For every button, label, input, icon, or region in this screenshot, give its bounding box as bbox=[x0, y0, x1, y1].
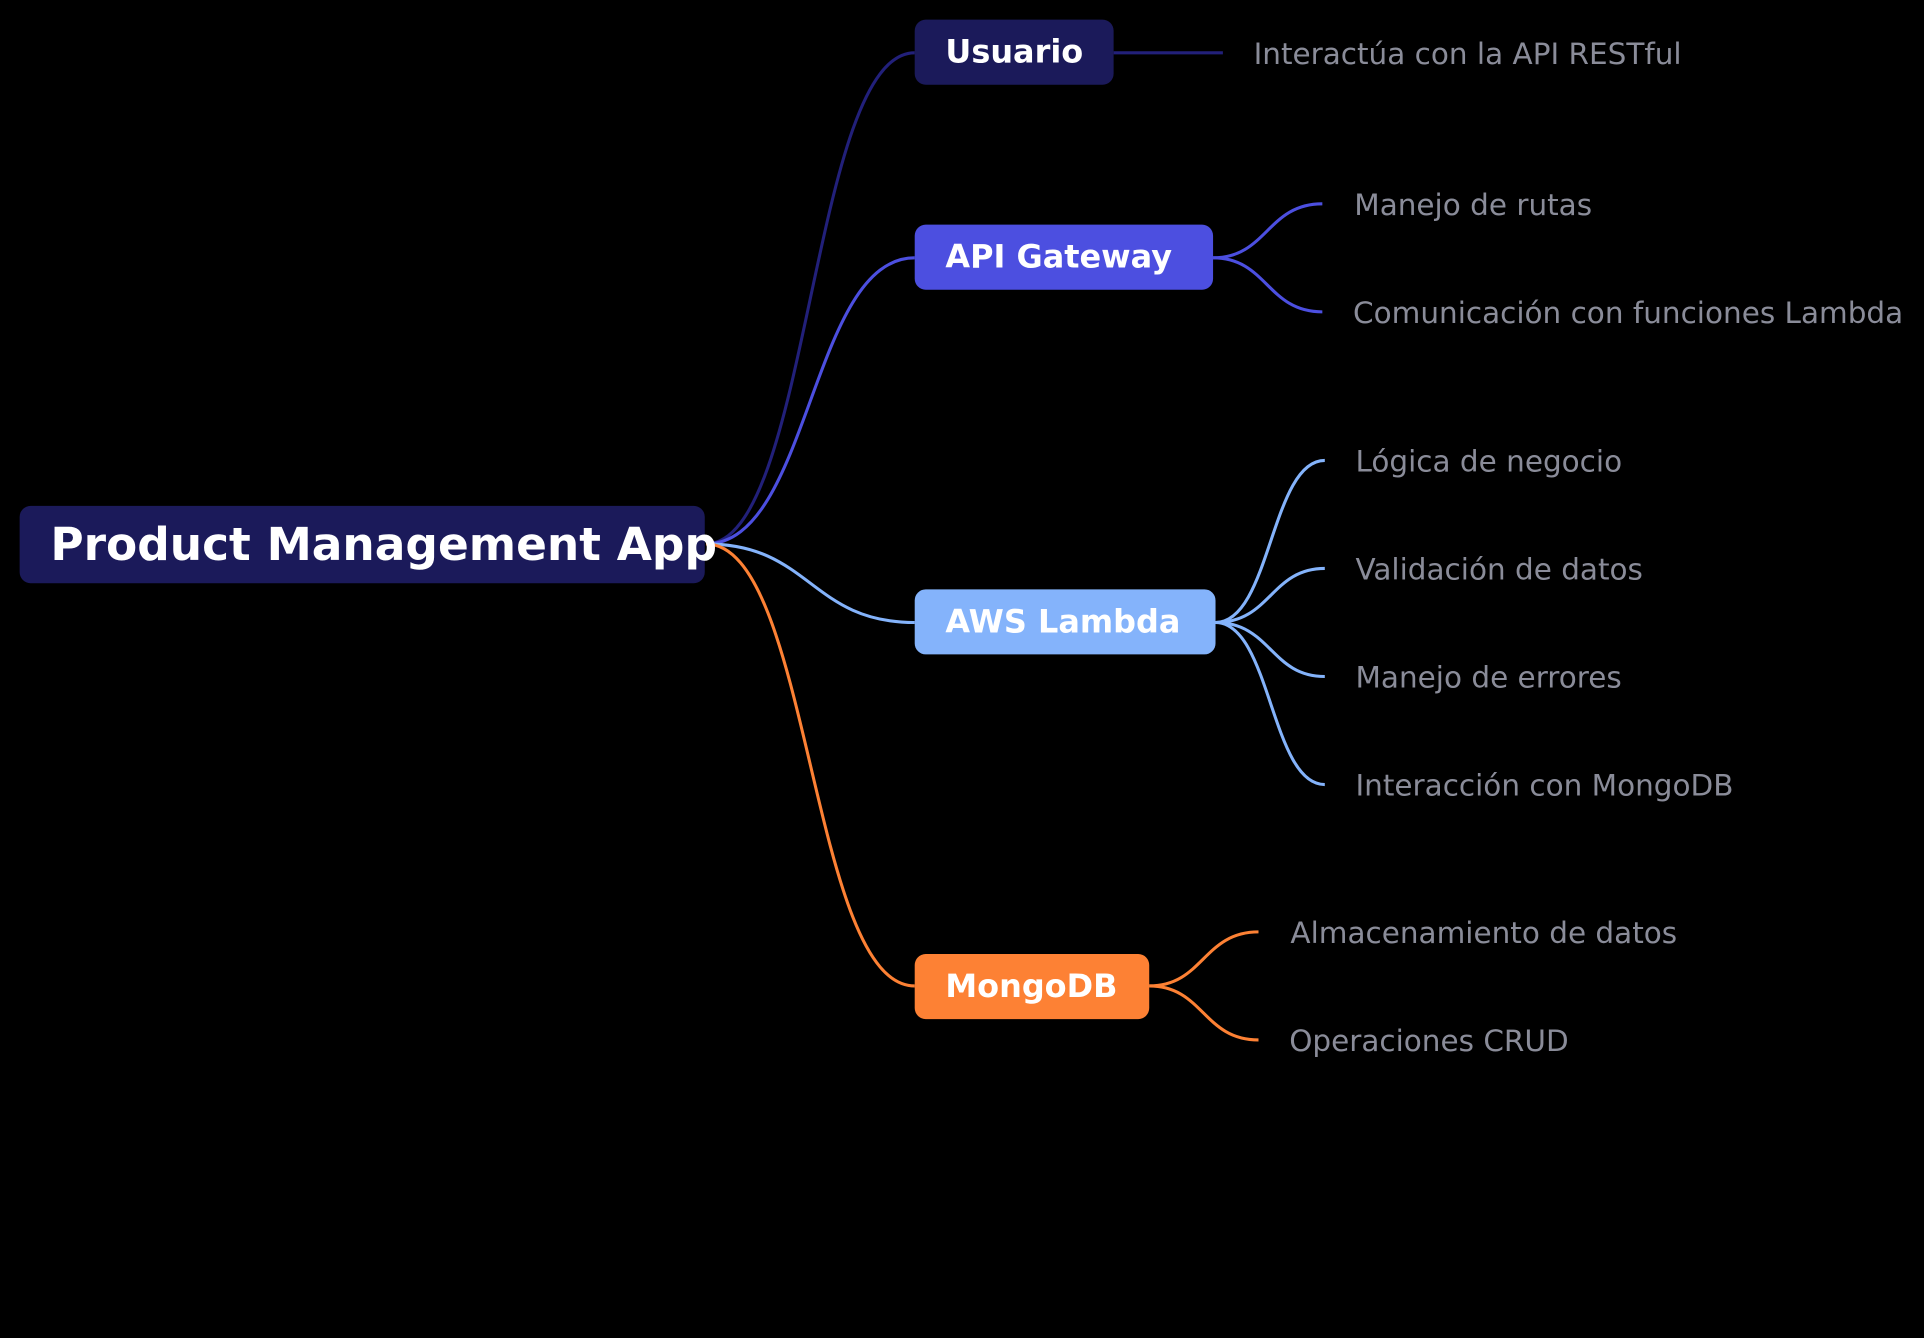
root-node-label: Product Management App bbox=[50, 518, 717, 571]
branch-node-aws-lambda[interactable]: AWS Lambda bbox=[914, 589, 1216, 655]
edge-gateway-leaf-1 bbox=[1213, 202, 1323, 260]
branch-node-label: AWS Lambda bbox=[945, 603, 1181, 641]
branch-node-mongodb[interactable]: MongoDB bbox=[914, 954, 1150, 1020]
branch-node-label: Usuario bbox=[945, 33, 1084, 71]
edge-lambda-leaf-2 bbox=[1215, 566, 1325, 625]
leaf-node-lambda-1[interactable]: Lógica de negocio bbox=[1355, 444, 1623, 479]
edge-gateway-leaf-2 bbox=[1213, 256, 1323, 314]
leaf-node-lambda-4[interactable]: Interacción con MongoDB bbox=[1355, 768, 1734, 803]
branch-node-label: MongoDB bbox=[945, 968, 1118, 1005]
edge-lambda-leaf-4 bbox=[1215, 620, 1325, 787]
root-node[interactable]: Product Management App bbox=[19, 505, 717, 584]
edge-lambda-leaf-1 bbox=[1215, 458, 1325, 625]
branch-node-label: API Gateway bbox=[945, 238, 1173, 276]
edge-mongodb-leaf-1 bbox=[1149, 930, 1259, 988]
edge-root-lambda bbox=[705, 542, 915, 625]
leaf-node-mongodb-2[interactable]: Operaciones CRUD bbox=[1289, 1023, 1569, 1059]
edge-root-gateway bbox=[705, 256, 915, 546]
leaf-node-mongodb-1[interactable]: Almacenamiento de datos bbox=[1290, 915, 1678, 951]
branch-node-api-gateway[interactable]: API Gateway bbox=[914, 224, 1214, 290]
edge-lambda-leaf-3 bbox=[1215, 620, 1325, 679]
leaf-node-gateway-1[interactable]: Manejo de rutas bbox=[1354, 187, 1593, 223]
leaf-node-lambda-3[interactable]: Manejo de errores bbox=[1355, 660, 1622, 695]
leaf-node-lambda-2[interactable]: Validación de datos bbox=[1355, 552, 1643, 587]
edge-root-mongodb bbox=[705, 542, 915, 988]
edge-root-usuario bbox=[705, 51, 915, 546]
mindmap-edges bbox=[705, 51, 1325, 1042]
branch-node-usuario[interactable]: Usuario bbox=[914, 19, 1114, 85]
leaf-node-usuario-1[interactable]: Interactúa con la API RESTful bbox=[1253, 36, 1682, 72]
leaf-node-gateway-2[interactable]: Comunicación con funciones Lambda bbox=[1353, 295, 1904, 331]
edge-mongodb-leaf-2 bbox=[1149, 984, 1259, 1042]
